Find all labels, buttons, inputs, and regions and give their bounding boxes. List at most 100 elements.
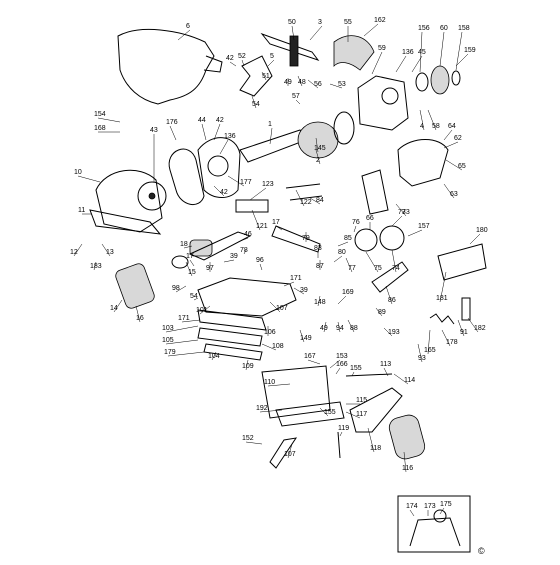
spring-strip-122 (285, 183, 321, 189)
leader-line (177, 29, 191, 41)
callout-label: 181 (436, 295, 448, 302)
leader-line (443, 141, 459, 149)
callout-label: 115 (356, 397, 367, 404)
lever-part-152 (269, 437, 298, 469)
leader-line (295, 189, 305, 207)
leader-line (251, 209, 261, 231)
leader-line (439, 507, 445, 515)
callout-label: 167 (304, 353, 316, 360)
callout-label: 45 (418, 49, 426, 56)
callout-label: 66 (366, 215, 374, 222)
callout-label: 193 (388, 329, 400, 336)
callout-label: 152 (242, 435, 254, 442)
leader-line (227, 175, 245, 187)
callout-label: 74 (392, 265, 400, 272)
leader-line (165, 339, 199, 345)
leader-line (243, 249, 247, 255)
callout-label: 183 (90, 263, 102, 270)
drive-shaft-part (271, 225, 321, 253)
leader-line (113, 299, 123, 313)
leader-line (395, 203, 407, 217)
motor-housing-part (357, 75, 409, 131)
callout-label: 98 (172, 285, 180, 292)
callout-label: 42 (216, 117, 224, 124)
callout-label: 65 (458, 163, 466, 170)
leader-line (245, 359, 249, 371)
callout-label: 49 (284, 79, 292, 86)
callout-label: 166 (336, 361, 348, 368)
blade-guard-part (95, 169, 163, 233)
callout-label: 60 (440, 25, 448, 32)
leader-line (363, 23, 379, 37)
leader-line (441, 329, 451, 347)
callout-label: 51 (262, 73, 270, 80)
fan-disc-hub (148, 192, 156, 200)
callout-label: 17 (186, 253, 194, 260)
leader-line (73, 243, 83, 257)
callout-label: 50 (288, 19, 296, 26)
leader-line (395, 55, 407, 73)
callout-label: 174 (406, 503, 418, 510)
callout-label: 57 (292, 93, 300, 100)
base-frame-part (197, 277, 297, 317)
callout-label: 76 (352, 219, 360, 226)
callout-label: 157 (418, 223, 430, 230)
leader-line (183, 245, 193, 249)
leader-line (259, 263, 263, 271)
roller-part-15 (171, 255, 189, 269)
callout-label: 39 (230, 253, 238, 260)
callout-label: 153 (336, 353, 348, 360)
fence-bracket-part (437, 243, 487, 281)
leader-line (319, 407, 329, 417)
leader-line (335, 367, 341, 375)
leader-line (275, 225, 283, 231)
callout-label: 192 (256, 405, 268, 412)
callout-label: 94 (336, 325, 344, 332)
leader-line (385, 285, 393, 305)
leader-line (307, 359, 321, 365)
shaft-part-113 (345, 373, 393, 377)
leader-line (375, 307, 383, 317)
callout-label: 107 (276, 305, 288, 312)
leader-line (309, 25, 323, 41)
leader-line (269, 301, 281, 313)
callout-label: 136 (402, 49, 414, 56)
leader-line (323, 321, 327, 333)
leader-line (267, 59, 275, 67)
callout-label: 154 (94, 111, 106, 118)
callout-label: 1 (268, 121, 272, 128)
callout-label: 42 (220, 189, 228, 196)
callout-label: 55 (344, 19, 352, 26)
callout-label: 168 (94, 125, 106, 132)
leader-line (189, 259, 195, 267)
roller-part-116 (388, 414, 426, 460)
leader-line (287, 443, 293, 459)
leader-line (169, 125, 177, 141)
callout-label: 156 (418, 25, 430, 32)
callout-label: 12 (70, 249, 78, 256)
leader-line (455, 31, 463, 71)
callout-label: 107 (284, 451, 296, 458)
arm-part-118 (349, 387, 403, 433)
leader-line (347, 319, 355, 333)
fan-disc-part (137, 181, 167, 211)
callout-label: 116 (402, 465, 413, 472)
callout-label: 4 (420, 123, 424, 130)
rear-housing-part (397, 139, 449, 187)
spring-strip-84 (289, 195, 323, 201)
leader-line (393, 373, 409, 385)
leader-line (213, 185, 225, 197)
callout-label: 89 (378, 309, 386, 316)
callout-label: 176 (166, 119, 178, 126)
callout-label: 145 (314, 145, 326, 152)
callout-label: 109 (242, 363, 254, 370)
callout-label: 73 (402, 209, 410, 216)
leader-line (345, 411, 361, 419)
callout-label: 3 (318, 19, 322, 26)
callout-label: 91 (460, 329, 468, 336)
leader-line (229, 61, 237, 67)
callout-label: 14 (110, 305, 118, 312)
leader-line (167, 351, 205, 357)
callout-label: 165 (424, 347, 436, 354)
